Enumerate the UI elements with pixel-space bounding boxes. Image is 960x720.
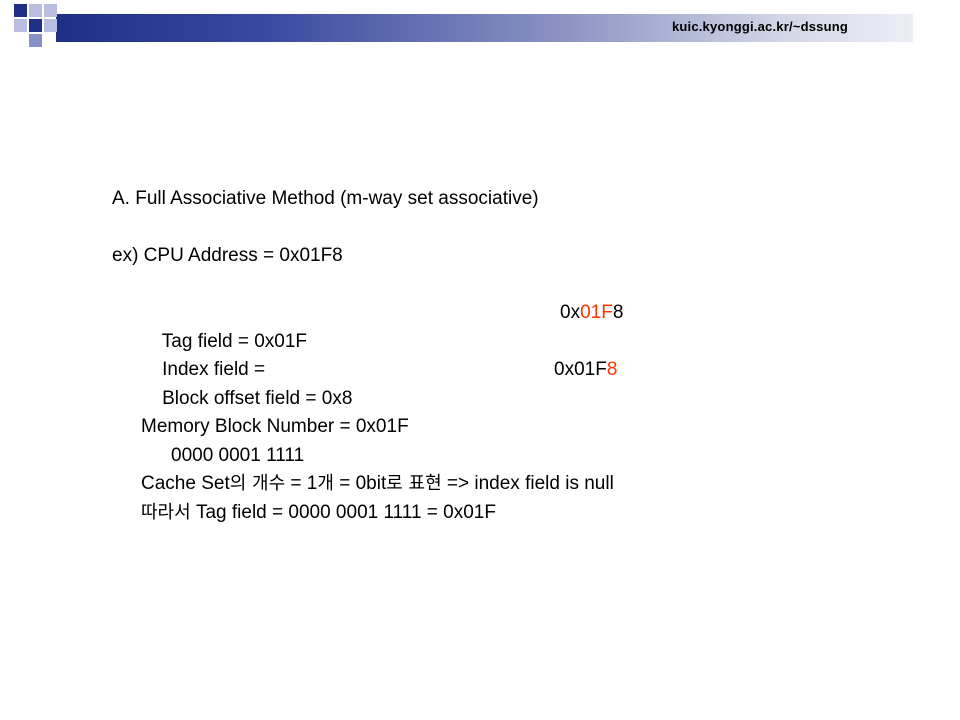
spacer [112,271,614,300]
header-square-light [14,19,27,32]
header-square-navy [29,19,42,32]
cache-set-line: Cache Set의 개수 = 1개 = 0bit로 표현 => index f… [112,470,614,499]
cache-set-text-2: = 1 [285,473,318,494]
header-square-mid [29,34,42,47]
tag-hex-annotation: 0x01F8 [560,299,623,328]
header-gradient-bar [56,14,913,42]
header-square-light [29,4,42,17]
offset-field-text: Block offset field = 0x8 [162,387,353,409]
tag-hex-prefix: 0x [560,302,581,323]
offset-field-line: Block offset field = 0x8 [112,356,614,409]
cache-set-text-4: => index field is null [441,473,614,494]
slide-title: A. Full Associative Method (m-way set as… [112,188,539,209]
offset-hex-annotation: 0x01F8 [554,356,617,385]
tag-hex-suffix: 8 [612,302,624,323]
offset-hex-prefix: 0x01F [554,359,607,380]
spacer [112,214,614,243]
header-square-light [44,4,57,17]
index-field-line: Index field = [112,328,614,380]
cache-set-korean-3: 로 표현 [386,473,442,494]
conclusion-korean: 따라서 [141,501,191,523]
offset-hex-highlight: 8 [606,359,618,380]
index-field-text: Index field = [162,359,266,380]
cpu-address-example: ex) CPU Address = 0x01F8 [112,245,343,266]
tag-hex-highlight: 01F [580,302,613,323]
slide-content: A. Full Associative Method (m-way set as… [112,185,614,527]
tag-field-text: Tag field = 0x01F [161,330,308,352]
conclusion-line: 따라서 Tag field = 0000 0001 1111 = 0x01F [112,499,614,528]
cache-set-korean-2: 개 [317,473,334,494]
cache-set-text-1: Cache Set [141,473,230,494]
conclusion-text: Tag field = 0000 0001 1111 = 0x01F [190,501,496,523]
header-square-light [44,19,57,32]
memory-block-number: Memory Block Number = 0x01F [141,416,409,437]
cache-set-korean-1: 의 개수 [229,473,286,494]
binary-value: 0000 0001 1111 [171,444,305,466]
header-square-navy [14,4,27,17]
site-url: kuic.kyonggi.ac.kr/~dssung [671,19,848,34]
cache-set-text-3: = 0bit [333,473,387,494]
tag-field-line: Tag field = 0x01F [112,299,614,352]
